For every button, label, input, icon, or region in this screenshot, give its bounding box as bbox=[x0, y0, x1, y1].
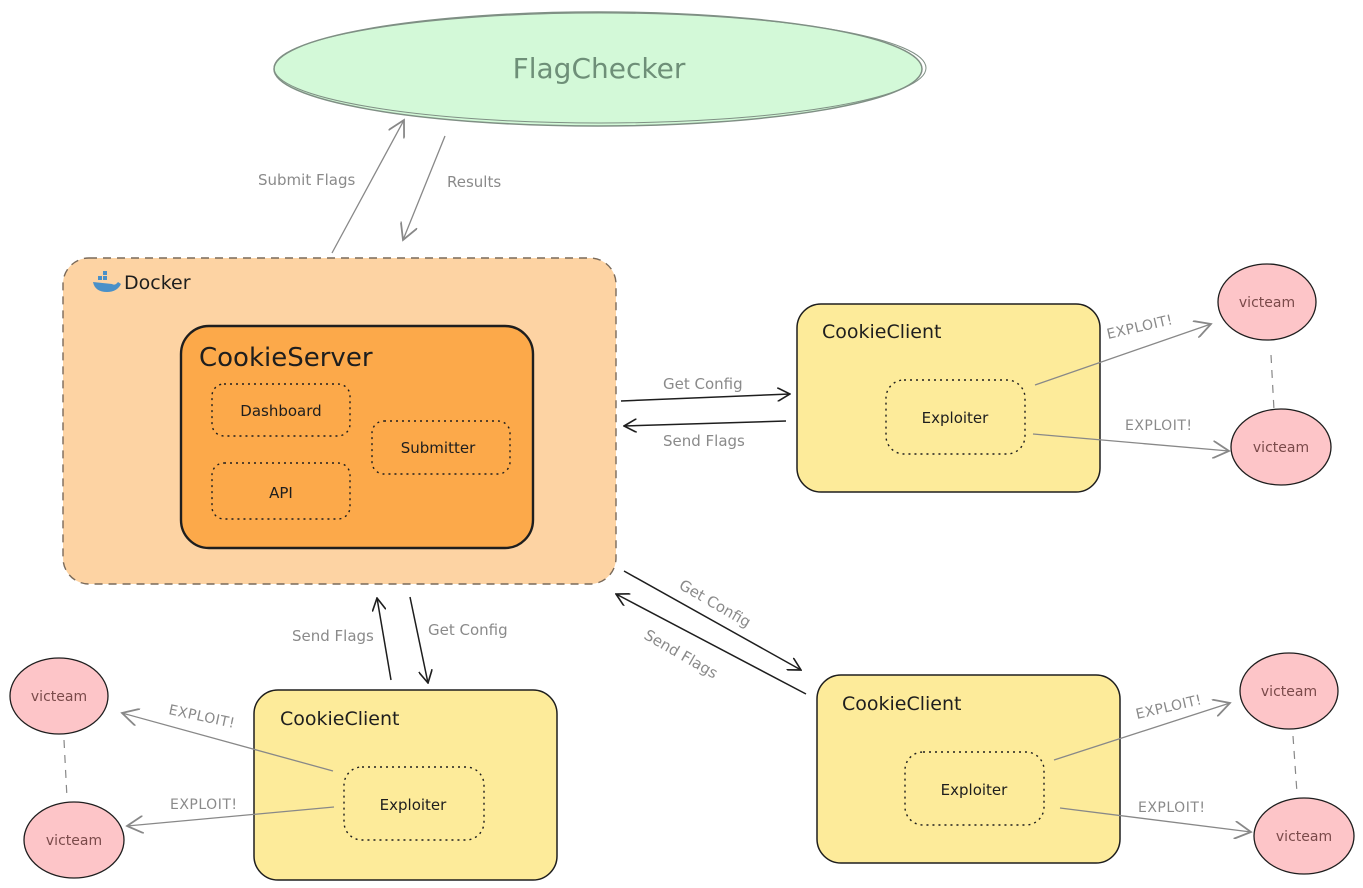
cookieclient-title: CookieClient bbox=[280, 708, 400, 730]
flagchecker-edges: Submit Flags Results bbox=[258, 120, 501, 254]
dashboard-component: Dashboard bbox=[211, 383, 351, 437]
api-label: API bbox=[269, 484, 293, 502]
send-flags-arrow bbox=[624, 421, 787, 426]
victeam-label: victeam bbox=[31, 689, 87, 705]
victeam-group-bottom-left: victeam victeam bbox=[9, 657, 125, 879]
get-config-label: Get Config bbox=[663, 375, 743, 393]
exploiter-box bbox=[904, 751, 1045, 826]
exploit-label: EXPLOIT! bbox=[1125, 418, 1193, 434]
exploiter-label: Exploiter bbox=[380, 796, 447, 814]
flagchecker-node: FlagChecker bbox=[273, 11, 927, 127]
exploit-label: EXPLOIT! bbox=[1134, 692, 1203, 723]
cookieserver-title: CookieServer bbox=[199, 343, 373, 373]
exploiter-box bbox=[885, 379, 1026, 455]
victeam-node: victeam bbox=[1239, 652, 1339, 730]
victeam-node: victeam bbox=[1230, 408, 1332, 486]
cookieclient-top-right: CookieClient Exploiter bbox=[796, 303, 1101, 493]
victeam-node: victeam bbox=[1253, 797, 1355, 875]
exploit-arrow bbox=[122, 713, 334, 772]
exploiter-label: Exploiter bbox=[941, 781, 1008, 799]
victeam-label: victeam bbox=[1253, 440, 1309, 456]
submitter-component: Submitter bbox=[371, 420, 511, 475]
victeam-label: victeam bbox=[1261, 684, 1317, 700]
dashboard-label: Dashboard bbox=[240, 402, 321, 420]
edges-bottom-left-client: Send Flags Get Config bbox=[292, 597, 508, 683]
exploit-arrow bbox=[1059, 807, 1251, 832]
get-config-arrow bbox=[620, 394, 790, 402]
send-flags-label: Send Flags bbox=[292, 627, 374, 645]
api-component: API bbox=[211, 462, 351, 520]
results-label: Results bbox=[447, 173, 501, 191]
results-arrow bbox=[403, 135, 446, 240]
send-flags-label: Send Flags bbox=[641, 626, 721, 683]
exploit-arrow bbox=[127, 806, 335, 826]
exploit-label: EXPLOIT! bbox=[1105, 312, 1174, 343]
cookieclient-bottom-left: CookieClient Exploiter bbox=[253, 689, 558, 881]
cookieserver-node: CookieServer Dashboard Submitter API bbox=[179, 324, 535, 550]
exploiter-label: Exploiter bbox=[922, 409, 989, 427]
send-flags-label: Send Flags bbox=[663, 432, 745, 450]
victeam-group-top-right: victeam victeam bbox=[1217, 263, 1332, 486]
submit-flags-arrow bbox=[331, 120, 404, 254]
get-config-label: Get Config bbox=[676, 576, 754, 631]
exploit-label: EXPLOIT! bbox=[1138, 800, 1206, 816]
cookieclient-title: CookieClient bbox=[842, 693, 962, 715]
victeam-link bbox=[63, 739, 68, 799]
flagchecker-label: FlagChecker bbox=[513, 52, 686, 85]
victeam-label: victeam bbox=[46, 833, 102, 849]
exploit-label: EXPLOIT! bbox=[167, 702, 236, 732]
victeam-link bbox=[1270, 354, 1275, 411]
get-config-arrow bbox=[623, 570, 801, 670]
exploit-arrow bbox=[1034, 324, 1211, 386]
submit-flags-label: Submit Flags bbox=[258, 171, 355, 189]
exploit-arrow bbox=[1032, 433, 1229, 451]
whale-icon bbox=[93, 271, 121, 292]
send-flags-arrow bbox=[377, 598, 392, 681]
cookieclient-title: CookieClient bbox=[822, 321, 942, 343]
victeam-node: victeam bbox=[9, 657, 109, 735]
docker-label: Docker bbox=[124, 272, 191, 294]
victeam-link bbox=[1292, 735, 1298, 794]
send-flags-arrow bbox=[616, 594, 807, 695]
exploit-label: EXPLOIT! bbox=[170, 797, 238, 813]
get-config-label: Get Config bbox=[428, 621, 508, 639]
exploit-arrow bbox=[1053, 703, 1230, 761]
edges-top-right-client: Get Config Send Flags bbox=[620, 375, 790, 450]
victeam-label: victeam bbox=[1239, 295, 1295, 311]
victeam-node: victeam bbox=[23, 801, 125, 879]
get-config-arrow bbox=[409, 596, 428, 683]
exploiter-box bbox=[343, 766, 485, 841]
submitter-label: Submitter bbox=[401, 439, 476, 457]
edges-bottom-right-client: Get Config Send Flags bbox=[616, 570, 807, 695]
cookieclient-bottom-right: CookieClient Exploiter bbox=[816, 674, 1121, 864]
victeam-label: victeam bbox=[1276, 829, 1332, 845]
victeam-group-bottom-right: victeam victeam bbox=[1239, 652, 1355, 875]
victeam-node: victeam bbox=[1217, 263, 1317, 341]
